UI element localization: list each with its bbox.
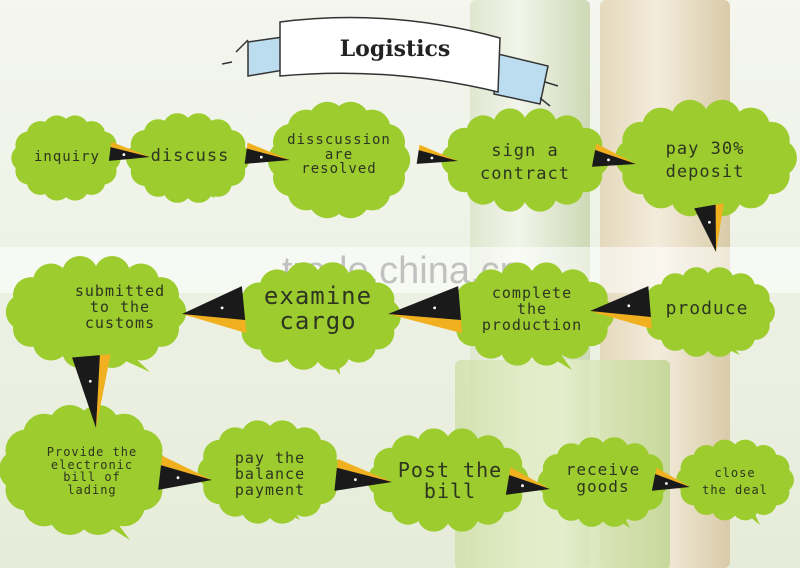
step-bubble-balance xyxy=(197,420,343,524)
step-bubble-post-bill xyxy=(367,428,529,532)
beak-arrow xyxy=(505,467,550,495)
diagram-title: Logistics xyxy=(339,36,451,62)
step-label-contract: sign a contract xyxy=(480,141,570,184)
beak-arrow xyxy=(334,458,392,491)
step-label-deposit: pay 30% deposit xyxy=(665,139,745,182)
beak-arrow xyxy=(108,141,150,161)
beak-arrow xyxy=(694,203,724,252)
step-label-produce: produce xyxy=(665,298,749,319)
step-label-inquiry: inquiry xyxy=(33,149,100,165)
beak-arrow xyxy=(590,286,652,329)
step-label-discuss: discuss xyxy=(150,146,230,166)
beak-arrow xyxy=(388,286,463,334)
step-label-balance: pay the balance payment xyxy=(234,449,306,499)
step-bubble-discuss xyxy=(125,113,251,203)
step-label-close: close the deal xyxy=(702,466,768,497)
step-label-customs: submitted to the customs xyxy=(74,282,166,332)
beak-arrow xyxy=(591,143,636,167)
title-ribbon xyxy=(221,16,559,107)
beak-arrow xyxy=(72,354,111,428)
beak-arrow xyxy=(416,144,458,164)
step-bubble-contract xyxy=(441,108,609,212)
step-bubble-produce xyxy=(641,267,775,357)
step-label-bill-lading: Provide the electronic bill of lading xyxy=(46,445,138,497)
beak-arrow xyxy=(158,455,212,490)
step-bubble-resolved xyxy=(267,101,411,219)
step-label-receive: receive goods xyxy=(565,460,641,496)
beak-arrow xyxy=(182,286,247,334)
step-label-complete: complete the production xyxy=(481,284,583,334)
step-bubble-bill-lading xyxy=(0,405,169,540)
step-bubble-deposit xyxy=(615,99,797,217)
beak-arrow xyxy=(651,467,690,491)
step-label-resolved: disscussion are resolved xyxy=(287,132,391,178)
beak-arrow xyxy=(244,142,290,164)
step-label-examine: examine cargo xyxy=(263,282,373,336)
step-bubble-customs xyxy=(5,256,187,372)
step-bubble-close xyxy=(676,439,794,525)
step-label-post-bill: Post the bill xyxy=(397,458,503,503)
